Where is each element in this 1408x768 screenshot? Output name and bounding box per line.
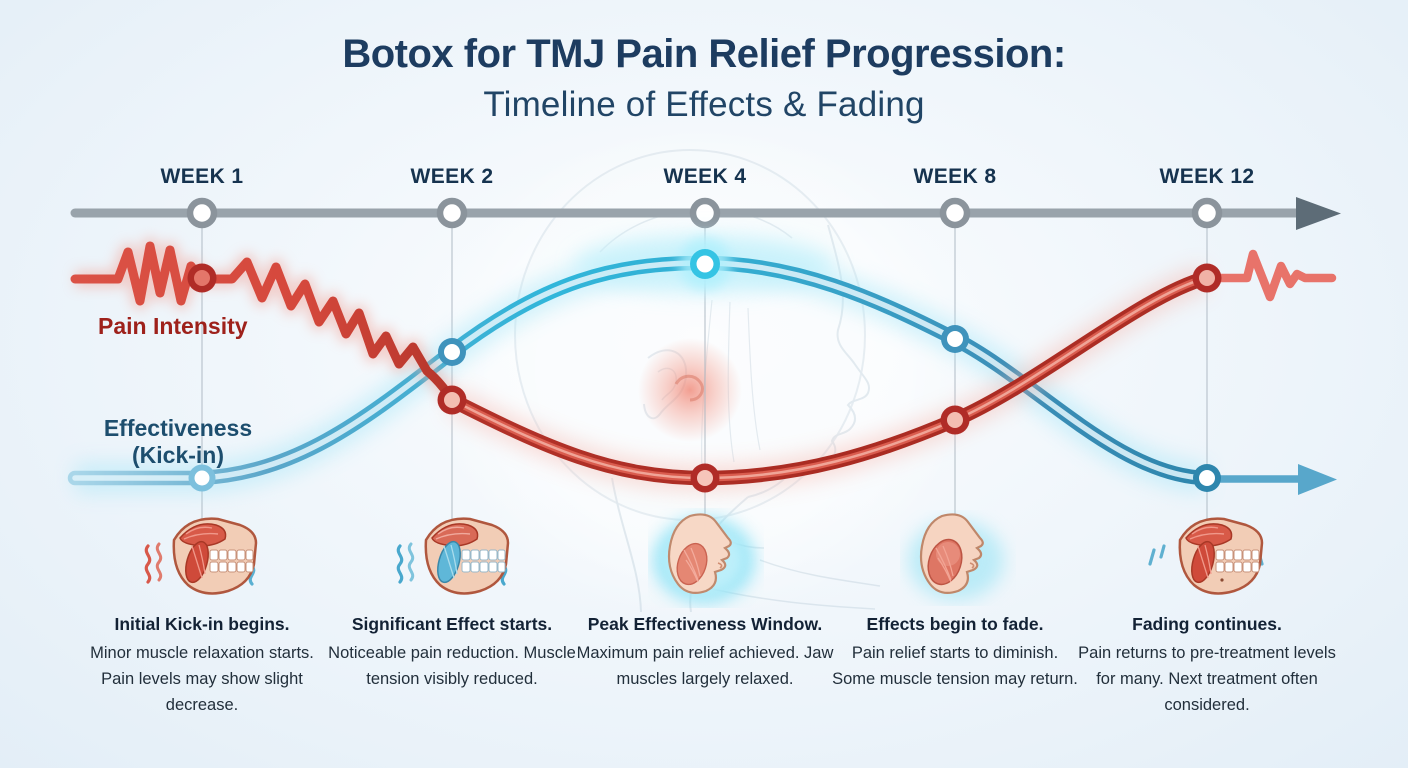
pain-marker-week-1 bbox=[187, 263, 217, 293]
pain-marker-week-2 bbox=[437, 385, 467, 415]
pain-intensity-label: Pain Intensity bbox=[98, 313, 248, 339]
phase-item-week-12: Fading continues. Pain returns to pre-tr… bbox=[1067, 614, 1347, 718]
effectiveness-marker-week-12 bbox=[1193, 464, 1221, 492]
pain-marker-week-12 bbox=[1192, 263, 1222, 293]
phase-title: Initial Kick-in begins. bbox=[114, 614, 290, 634]
phase-item-week-1: Initial Kick-in begins. Minor muscle rel… bbox=[82, 614, 322, 718]
week-label-5: WEEK 12 bbox=[1159, 165, 1255, 188]
phase-item-week-2: Significant Effect starts. Noticeable pa… bbox=[327, 614, 577, 692]
effectiveness-arrow-icon bbox=[1298, 464, 1337, 495]
phase-title: Peak Effectiveness Window. bbox=[587, 614, 823, 634]
effectiveness-label-line2: (Kick-in) bbox=[132, 442, 224, 469]
pain-marker-week-8 bbox=[940, 405, 970, 435]
phase-description: Minor muscle relaxation starts. Pain lev… bbox=[90, 644, 314, 714]
face-tension-return-icon bbox=[900, 510, 1016, 611]
timeline-week-markers bbox=[186, 197, 1223, 229]
jaw-tense-red-icon bbox=[134, 510, 270, 611]
phase-title: Effects begin to fade. bbox=[866, 614, 1044, 634]
effectiveness-marker-week-2 bbox=[438, 338, 466, 366]
effectiveness-marker-week-1 bbox=[188, 464, 216, 492]
effectiveness-label: Effectiveness (Kick-in) bbox=[68, 415, 288, 469]
week-label-3: WEEK 4 bbox=[663, 165, 747, 188]
week-label-2: WEEK 2 bbox=[410, 165, 494, 188]
pain-marker-week-4 bbox=[690, 463, 720, 493]
effectiveness-marker-week-4 bbox=[679, 238, 731, 290]
jaw-easing-blue-icon bbox=[386, 510, 522, 611]
week-label-1: WEEK 1 bbox=[160, 165, 244, 188]
phase-description: Pain relief starts to diminish. Some mus… bbox=[832, 644, 1078, 688]
effectiveness-markers bbox=[188, 238, 1221, 492]
phase-description: Noticeable pain reduction. Muscle tensio… bbox=[328, 644, 576, 688]
face-relaxed-glow-icon bbox=[648, 508, 764, 613]
effectiveness-label-line1: Effectiveness bbox=[103, 415, 253, 441]
phase-item-week-4: Peak Effectiveness Window. Maximum pain … bbox=[575, 614, 835, 692]
infographic-title-line2: Timeline of Effects & Fading bbox=[483, 85, 925, 124]
timeline-axis bbox=[70, 197, 1341, 230]
effectiveness-marker-week-8 bbox=[941, 325, 969, 353]
pain-curve-start-zigzag bbox=[70, 241, 457, 405]
tmj-joint-glow bbox=[638, 338, 742, 442]
phase-description: Pain returns to pre-treatment levels for… bbox=[1078, 644, 1336, 714]
infographic-title-line1: Botox for TMJ Pain Relief Progression: bbox=[342, 32, 1066, 76]
phase-item-week-8: Effects begin to fade. Pain relief start… bbox=[830, 614, 1080, 692]
timeline-arrow-icon bbox=[1296, 197, 1341, 230]
week-label-4: WEEK 8 bbox=[913, 165, 997, 188]
pain-markers bbox=[187, 263, 1222, 493]
jaw-tense-return-icon bbox=[1140, 510, 1276, 611]
pain-curve bbox=[70, 237, 1337, 492]
infographic-title: Botox for TMJ Pain Relief Progression: T… bbox=[0, 32, 1408, 125]
pain-curve-end-zigzag bbox=[1202, 249, 1337, 302]
phase-title: Significant Effect starts. bbox=[351, 614, 553, 634]
phase-title: Fading continues. bbox=[1132, 614, 1282, 634]
phase-description: Maximum pain relief achieved. Jaw muscle… bbox=[576, 644, 834, 688]
